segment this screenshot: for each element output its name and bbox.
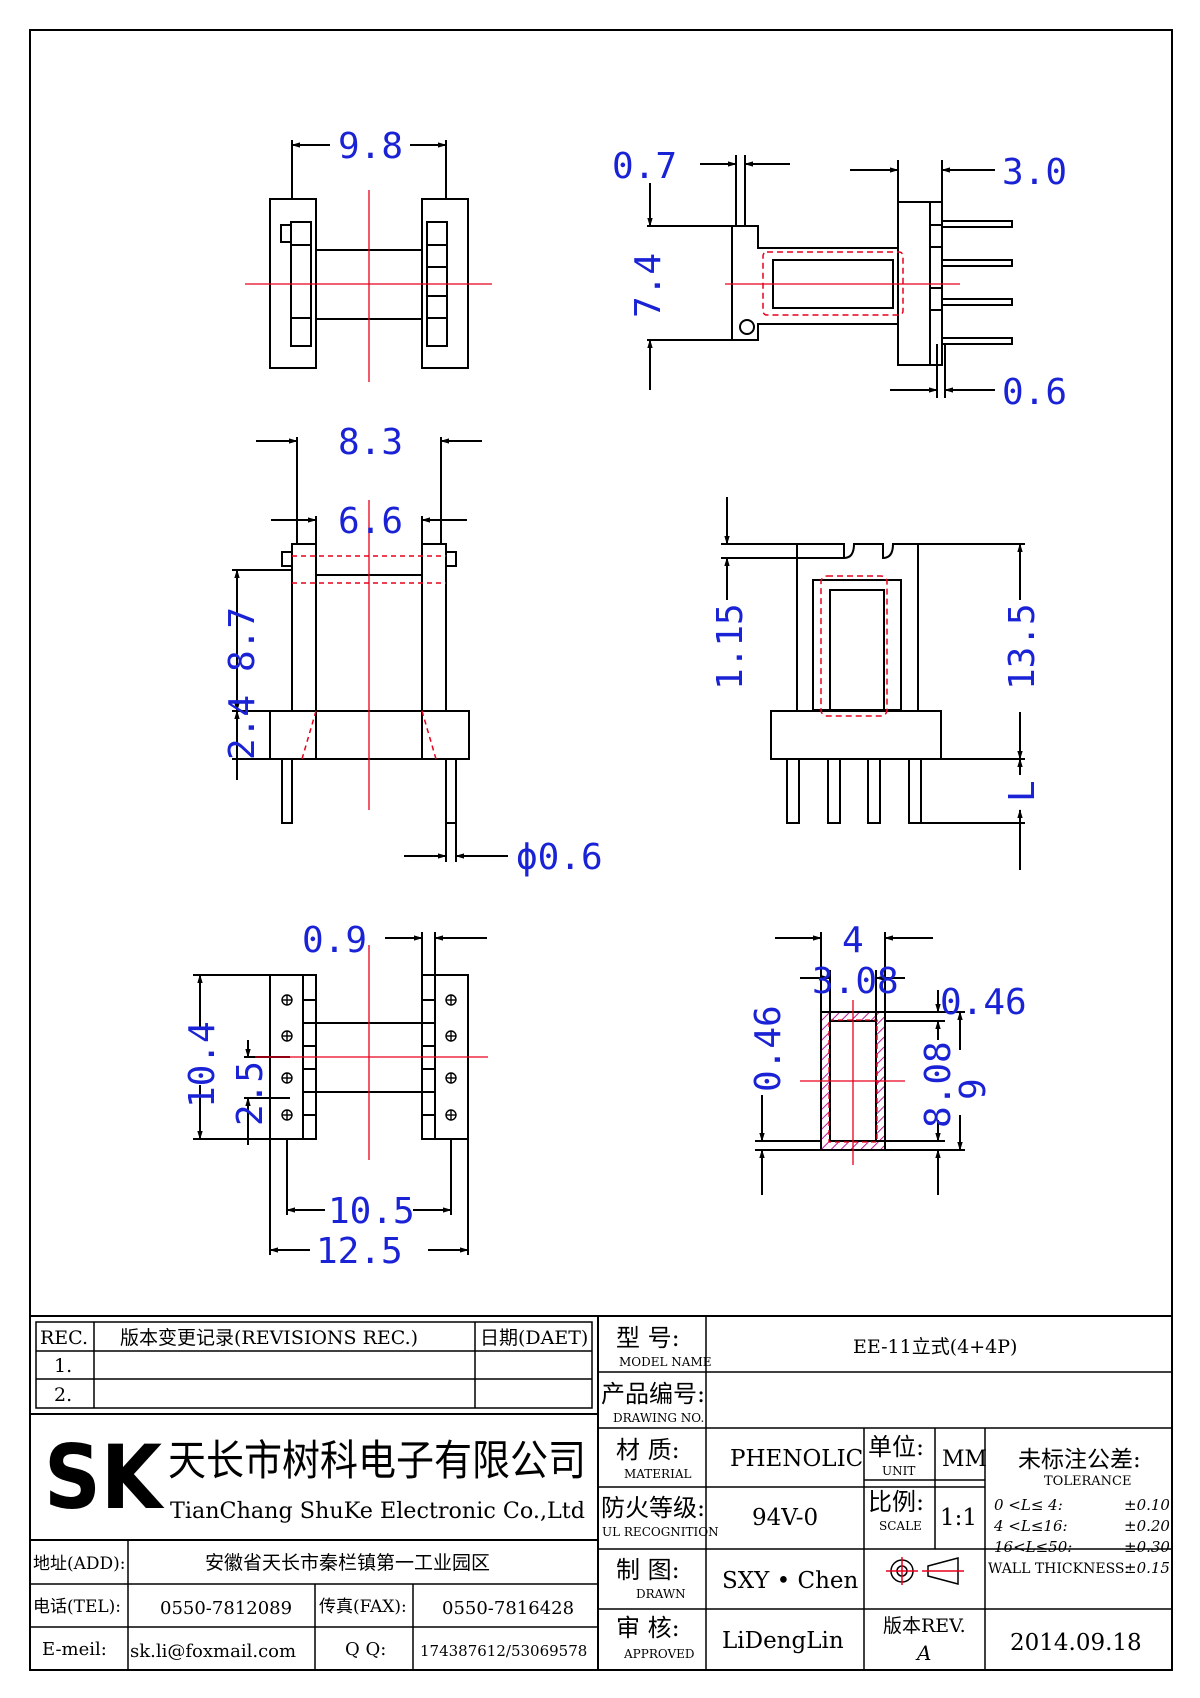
view-middle-right [721, 497, 1025, 870]
drawing-no-label-en: DRAWING NO. [613, 1411, 704, 1425]
dim-base-height: 2.4 [222, 695, 263, 760]
dim-bobbin-inner-height: 8.08 [918, 1041, 959, 1128]
unit-label-en: UNIT [882, 1464, 915, 1478]
dim-pin-diameter: ϕ0.6 [516, 837, 603, 878]
dim-top-left-width: 9.8 [338, 126, 403, 167]
unit-value: MM [942, 1447, 987, 1472]
dim-outer-span: 12.5 [316, 1231, 403, 1272]
tolerance-label-cn: 未标注公差: [1018, 1447, 1141, 1473]
address-label: 地址(ADD): [33, 1554, 126, 1574]
rev-value: A [915, 1641, 931, 1665]
wall-thickness-value: ±0.15 [1124, 1559, 1170, 1577]
dim-inner-width: 6.6 [338, 501, 403, 542]
model-label-en: MODEL NAME [619, 1355, 712, 1369]
drawn-label-cn: 制 图: [616, 1556, 680, 1584]
dim-pin-dia: 0.6 [1002, 372, 1067, 413]
view-top-right [647, 155, 1013, 398]
approved-label-cn: 审 核: [616, 1614, 680, 1642]
dim-pin-length-l: L [1002, 780, 1043, 802]
tolerance-range-2: 4 <L≤16: [993, 1517, 1068, 1535]
drawn-label-en: DRAWN [636, 1587, 686, 1601]
email-value: sk.li@foxmail.com [130, 1641, 296, 1662]
drawing-no-label-cn: 产品编号: [601, 1380, 705, 1408]
company-name-cn: 天长市树科电子有限公司 [168, 1436, 586, 1485]
dim-wall-top: 0.46 [940, 982, 1027, 1023]
email-label: E-meil: [42, 1639, 107, 1660]
dim-bobbin-inner-width: 3.08 [812, 961, 899, 1002]
dim-pin-pitch: 2.5 [230, 1061, 271, 1126]
rev-row-2: 2. [54, 1384, 72, 1406]
projection-symbol [886, 1557, 964, 1585]
tel-label: 电话(TEL): [33, 1597, 121, 1617]
scale-value: 1:1 [940, 1505, 977, 1531]
title-block [29, 1315, 1173, 1671]
unit-label-cn: 单位: [868, 1433, 924, 1461]
model-label-cn: 型 号: [616, 1324, 680, 1352]
company-name-en: TianChang ShuKe Electronic Co.,Ltd [170, 1499, 585, 1524]
dim-top-gap: 1.15 [710, 603, 751, 690]
ul-value: 94V-0 [752, 1505, 818, 1531]
company-logo: SK [44, 1426, 165, 1529]
tel-value: 0550-7812089 [160, 1598, 292, 1619]
dim-outer-width: 8.3 [338, 422, 403, 463]
model-value: EE-11立式(4+4P) [853, 1336, 1017, 1358]
dim-flange: 0.7 [612, 146, 677, 187]
dim-pin-span: 10.4 [182, 1021, 223, 1108]
tolerance-range-3: 16<L≤50: [994, 1538, 1072, 1556]
dim-pin-length: 3.0 [1002, 152, 1067, 193]
date-value: 2014.09.18 [1010, 1630, 1142, 1656]
ul-label-cn: 防火等级: [601, 1494, 705, 1522]
ul-label-en: UL RECOGNITION [602, 1525, 719, 1539]
tolerance-label-en: TOLERANCE [1044, 1474, 1131, 1489]
dim-pin-width: 0.9 [302, 920, 367, 961]
dim-total-height: 13.5 [1002, 603, 1043, 690]
dim-top-right-height: 7.4 [628, 253, 669, 318]
material-label-en: MATERIAL [624, 1467, 692, 1481]
rev-date-header: 日期(DAET) [480, 1327, 588, 1349]
view-middle-left [232, 437, 508, 862]
fax-value: 0550-7816428 [442, 1598, 574, 1619]
dim-wall-left: 0.46 [748, 1005, 789, 1092]
rev-desc-header: 版本变更记录(REVISIONS REC.) [120, 1327, 418, 1349]
dim-inner-span: 10.5 [328, 1191, 415, 1232]
tolerance-value-1: ±0.10 [1124, 1496, 1170, 1514]
tolerance-value-3: ±0.30 [1124, 1538, 1170, 1556]
address-value: 安徽省天长市秦栏镇第一工业园区 [205, 1552, 490, 1574]
wall-thickness-label: WALL THICKNESS: [988, 1561, 1129, 1577]
rev-col-header: REC. [40, 1327, 88, 1349]
tolerance-value-2: ±0.20 [1124, 1517, 1170, 1535]
scale-label-cn: 比例: [868, 1488, 924, 1516]
material-value: PHENOLIC [730, 1446, 863, 1472]
drawn-value: SXY • Chen [722, 1568, 859, 1594]
approved-label-en: APPROVED [623, 1647, 695, 1661]
dim-bobbin-height: 9 [953, 1078, 994, 1100]
fax-label: 传真(FAX): [319, 1597, 407, 1617]
tolerance-range-1: 0 <L≤ 4: [994, 1496, 1063, 1514]
dim-bobbin-width: 4 [842, 920, 864, 961]
material-label-cn: 材 质: [616, 1436, 680, 1464]
qq-label: Q Q: [345, 1639, 386, 1660]
approved-value: LiDengLin [722, 1628, 844, 1654]
qq-value: 174387612/53069578 [420, 1642, 587, 1660]
rev-label: 版本REV. [883, 1615, 966, 1637]
rev-row-1: 1. [54, 1355, 72, 1377]
scale-label-en: SCALE [879, 1519, 922, 1533]
dim-body-height: 8.7 [222, 607, 263, 672]
